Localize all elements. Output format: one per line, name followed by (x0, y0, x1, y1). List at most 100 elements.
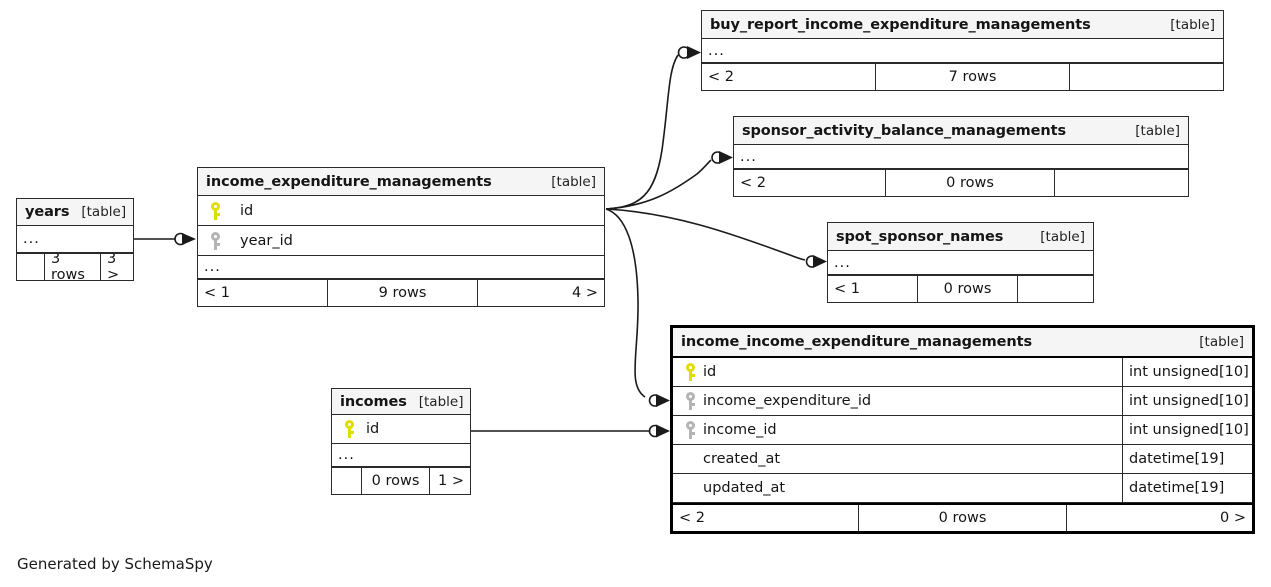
footer-rowcount: 0 rows (362, 468, 430, 494)
table-years-footer-children[interactable]: 3 > (107, 254, 120, 280)
table-incomes-header: incomes [table] (332, 389, 470, 415)
table-sponsor-activity-balance-managements[interactable]: sponsor_activity_balance_managements [ta… (733, 116, 1189, 197)
column-label: id (366, 421, 380, 437)
column-name-cell: created_at (673, 450, 1122, 468)
primary-key-icon (684, 363, 697, 381)
table-sponsor-activity-name: sponsor_activity_balance_managements (742, 122, 1066, 139)
column-name-cell: id (673, 363, 1122, 381)
table-incomes-more-columns: ... (332, 444, 470, 467)
table-income-expenditure-managements-kind: [table] (551, 173, 596, 190)
table-spot-sponsor-names[interactable]: spot_sponsor_names [table] ... < 1 0 row… (827, 222, 1094, 303)
table-income-expenditure-managements-footer: < 1 9 rows 4 > (198, 279, 604, 306)
no-key-icon (684, 479, 697, 497)
table-years[interactable]: years [table] ... 3 rows 3 > (16, 198, 134, 281)
relationship-incomes-to-income-income-expenditure-managements (471, 424, 670, 438)
table-buy-report-more-columns: ... (702, 39, 1223, 63)
generated-by-caption: Generated by SchemaSpy (17, 555, 213, 573)
column-row[interactable]: income_id int unsigned[10] (673, 416, 1252, 445)
column-name-cell: year_id (198, 231, 604, 250)
table-spot-sponsor-names-footer: < 1 0 rows (828, 275, 1093, 302)
column-type: int unsigned[10] (1122, 416, 1252, 444)
table-incomes[interactable]: incomes [table] id ... 0 rows 1 > (331, 388, 471, 495)
table-sponsor-activity-header: sponsor_activity_balance_managements [ta… (734, 117, 1188, 145)
table-years-more-columns: ... (17, 226, 133, 253)
footer-rowcount: 0 rows (859, 505, 1067, 531)
column-type: datetime[19] (1122, 474, 1252, 502)
primary-key-icon (209, 201, 222, 220)
table-incomes-footer: 0 rows 1 > (332, 467, 470, 494)
column-type: int unsigned[10] (1122, 387, 1252, 415)
table-buy-report-name: buy_report_income_expenditure_management… (710, 16, 1091, 33)
table-sponsor-activity-kind: [table] (1135, 122, 1180, 139)
table-incomes-kind: [table] (418, 393, 464, 410)
table-sponsor-activity-footer: < 2 0 rows (734, 169, 1188, 196)
column-label: year_id (240, 232, 293, 249)
table-buy-report-footer: < 2 7 rows (702, 63, 1223, 90)
table-spot-sponsor-names-name: spot_sponsor_names (836, 228, 1004, 245)
footer-children[interactable] (1018, 276, 1093, 302)
table-income-income-expenditure-managements-header: income_income_expenditure_managements [t… (673, 328, 1252, 358)
footer-children[interactable]: 4 > (572, 285, 598, 301)
column-row[interactable]: id (332, 415, 470, 444)
relationship-years-to-income-expenditure-managements (133, 232, 196, 246)
footer-parents[interactable] (332, 468, 362, 494)
footer-parents[interactable]: < 1 (198, 280, 328, 306)
foreign-key-icon (684, 421, 697, 439)
relationship-to-income-income-expenditure-managements-fk1 (605, 208, 670, 407)
column-label: id (240, 202, 254, 219)
column-name-cell: income_expenditure_id (673, 392, 1122, 410)
column-name-cell: income_id (673, 421, 1122, 439)
column-type: datetime[19] (1122, 445, 1252, 473)
footer-children[interactable]: 0 > (1220, 510, 1246, 526)
primary-key-icon (343, 420, 356, 438)
foreign-key-icon (684, 392, 697, 410)
relationship-to-spot-sponsor-names (605, 208, 827, 268)
column-row[interactable]: created_at datetime[19] (673, 445, 1252, 474)
table-income-expenditure-managements[interactable]: income_expenditure_managements [table] i… (197, 167, 605, 307)
table-years-name: years (25, 204, 70, 220)
footer-parents[interactable]: < 2 (734, 170, 886, 196)
table-spot-sponsor-names-more-columns: ... (828, 251, 1093, 275)
table-years-footer-rowcount: 3 rows (45, 254, 101, 280)
column-row[interactable]: income_expenditure_id int unsigned[10] (673, 387, 1252, 416)
table-income-expenditure-managements-header: income_expenditure_managements [table] (198, 168, 604, 196)
table-income-income-expenditure-managements[interactable]: income_income_expenditure_managements [t… (670, 325, 1255, 534)
column-row[interactable]: id int unsigned[10] (673, 358, 1252, 387)
table-income-income-expenditure-managements-footer: < 2 0 rows 0 > (673, 503, 1252, 531)
relationship-to-sponsor-activity-balance-managements (605, 151, 733, 210)
column-label: created_at (703, 451, 781, 467)
table-buy-report-header: buy_report_income_expenditure_management… (702, 11, 1223, 39)
footer-children[interactable]: 1 > (438, 473, 464, 489)
column-row[interactable]: id (198, 196, 604, 226)
column-row[interactable]: updated_at datetime[19] (673, 474, 1252, 503)
footer-rowcount: 0 rows (918, 276, 1018, 302)
column-name-cell: id (198, 201, 604, 220)
column-name-cell: id (332, 420, 470, 438)
no-key-icon (684, 450, 697, 468)
relationship-to-buy-report-income-expenditure-managements (605, 46, 701, 210)
column-label: income_expenditure_id (703, 393, 872, 409)
column-label: id (703, 364, 717, 380)
column-row[interactable]: year_id (198, 226, 604, 256)
footer-children[interactable] (1055, 170, 1188, 196)
table-income-expenditure-managements-name: income_expenditure_managements (206, 173, 492, 190)
footer-parents[interactable]: < 1 (828, 276, 918, 302)
footer-parents[interactable]: < 2 (702, 64, 876, 90)
table-buy-report-income-expenditure-managements[interactable]: buy_report_income_expenditure_management… (701, 10, 1224, 91)
foreign-key-icon (209, 231, 222, 250)
table-years-footer-parents[interactable] (17, 254, 45, 280)
footer-parents[interactable]: < 2 (673, 505, 860, 531)
column-label: income_id (703, 422, 777, 438)
table-buy-report-kind: [table] (1170, 16, 1215, 33)
table-income-income-expenditure-managements-name: income_income_expenditure_managements (681, 334, 1032, 350)
column-name-cell: updated_at (673, 479, 1122, 497)
table-spot-sponsor-names-kind: [table] (1040, 228, 1085, 245)
footer-rowcount: 0 rows (886, 170, 1055, 196)
table-years-kind: [table] (81, 204, 127, 220)
column-type: int unsigned[10] (1122, 358, 1252, 386)
footer-rowcount: 9 rows (328, 280, 478, 306)
table-incomes-name: incomes (340, 393, 407, 410)
footer-children[interactable] (1070, 64, 1223, 90)
table-years-header: years [table] (17, 199, 133, 226)
